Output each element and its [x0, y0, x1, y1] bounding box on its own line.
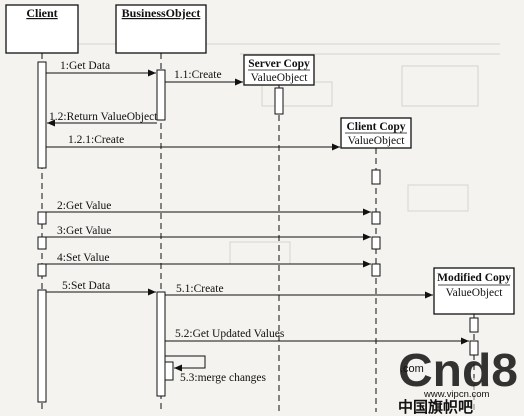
message-5-2-get-updated-values: 5.2:Get Updated Values — [165, 328, 469, 345]
activation-client — [37, 289, 47, 403]
message-label: 2:Get Value — [57, 200, 111, 212]
message-4-set-value: 4:Set Value — [46, 252, 371, 268]
activation-client — [37, 263, 47, 277]
activation-clientcopy — [371, 263, 381, 277]
activation-clientcopy — [371, 211, 381, 225]
activation-bo — [156, 291, 166, 397]
message-label: 1:Get Data — [60, 60, 110, 72]
activation-modified — [469, 340, 479, 356]
activation-server — [274, 87, 284, 115]
activation-clientcopy — [371, 236, 381, 250]
message-5-set-data: 5:Set Data — [46, 280, 156, 296]
lifeline-subtitle: ValueObject — [251, 72, 309, 84]
lifeline-title: Client — [26, 6, 57, 20]
activation-bars — [37, 61, 479, 403]
message-3-get-value: 3:Get Value — [46, 225, 371, 241]
lifeline-client-copy: Client Copy ValueObject — [340, 117, 412, 412]
lifeline-title: Server Copy — [248, 58, 310, 70]
message-label: 1.2:Return ValueObject — [49, 111, 158, 123]
activation-clientcopy — [371, 169, 381, 185]
watermark-url: www.vipcn.com — [423, 389, 490, 400]
activation-modified — [469, 317, 479, 333]
lifeline-subtitle: ValueObject — [446, 287, 504, 299]
message-label: 5.3:merge changes — [180, 372, 267, 384]
message-label: 5.2:Get Updated Values — [175, 328, 285, 340]
activation-bo — [156, 69, 166, 121]
message-label: 5:Set Data — [62, 280, 110, 292]
message-5-3-merge-changes: 5.3:merge changes — [165, 355, 267, 384]
lifeline-title: Modified Copy — [437, 272, 511, 284]
lifeline-business-object: BusinessObject — [115, 4, 207, 412]
activation-client — [37, 211, 47, 225]
message-1-get-data: 1:Get Data — [46, 60, 156, 77]
lifeline-title: Client Copy — [346, 121, 405, 133]
lifeline-server-copy: Server Copy ValueObject — [243, 54, 315, 412]
message-2-get-value: 2:Get Value — [46, 200, 371, 216]
lifeline-modified-copy: Modified Copy ValueObject — [433, 267, 515, 412]
lifeline-subtitle: ValueObject — [348, 135, 406, 147]
message-1-2-return: 1.2:Return ValueObject — [47, 111, 158, 127]
message-label: 5.1:Create — [176, 283, 224, 295]
activation-client — [37, 61, 47, 169]
lifeline-client: Client — [5, 4, 79, 412]
site-watermark: .com Cnd8 www.vipcn.com 中国旗帜吧 — [384, 344, 522, 416]
message-label: 4:Set Value — [57, 252, 110, 264]
watermark-brand: Cnd8 — [398, 344, 518, 396]
message-1-2-1-create: 1.2.1:Create — [46, 134, 340, 151]
message-1-1-create: 1.1:Create — [165, 69, 243, 86]
lifeline-title: BusinessObject — [122, 6, 201, 20]
watermark-cn: 中国旗帜吧 — [398, 398, 473, 416]
activation-client — [37, 236, 47, 250]
message-label: 3:Get Value — [57, 225, 111, 237]
watermark-small: .com — [400, 363, 424, 375]
activation-bo — [164, 361, 174, 381]
message-label: 1.1:Create — [174, 69, 222, 81]
message-5-1-create: 5.1:Create — [165, 283, 433, 299]
message-label: 1.2.1:Create — [68, 134, 124, 146]
